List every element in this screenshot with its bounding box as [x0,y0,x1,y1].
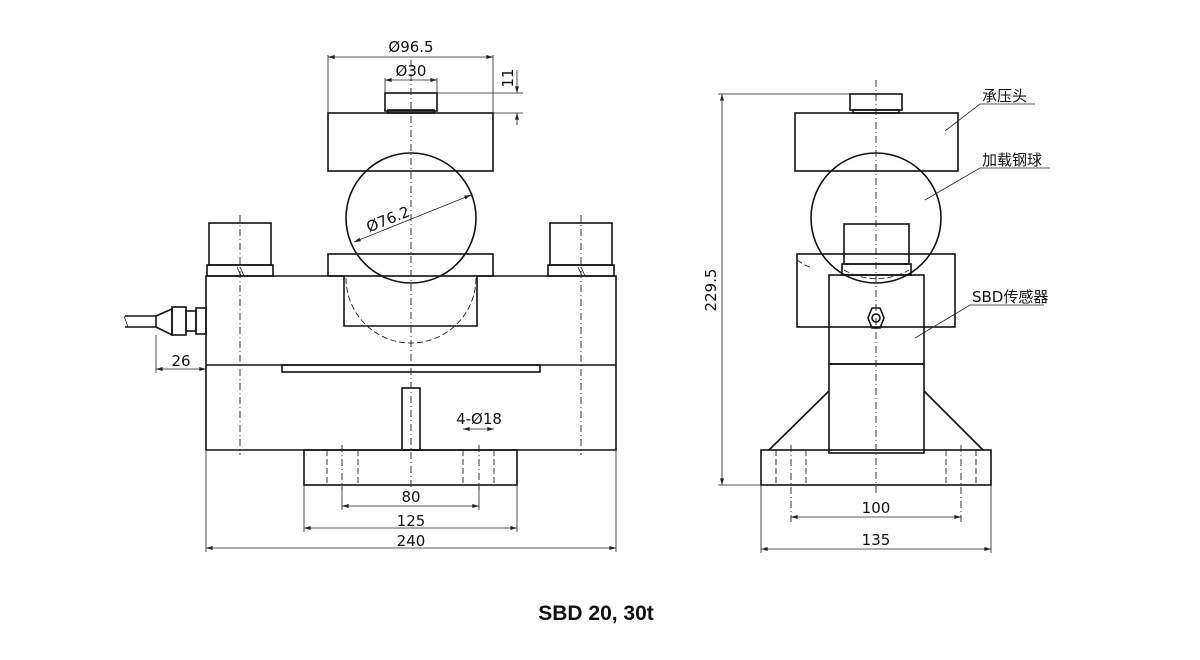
front-view: Ø96.5 Ø30 11 Ø76.2 26 4-Ø18 80 125 240 [123,38,617,552]
label-sbd-sensor: SBD传感器 [972,288,1048,306]
cable-connector [123,306,207,337]
pressure-cap-side [794,112,959,172]
steel-ball [345,152,477,284]
dim-cable: 26 [171,352,190,370]
label-steel-ball: 加载钢球 [982,151,1042,169]
dim-holes: 4-Ø18 [456,410,502,428]
dim-base-width: 125 [397,512,426,530]
hex-nut-icon [867,307,885,329]
dim-total-length: 240 [397,532,426,550]
drawing-title: SBD 20, 30t [538,602,654,625]
label-pressure-head: 承压头 [982,87,1027,105]
dim-ball-diameter: Ø76.2 [364,203,413,237]
dim-top-height: 11 [499,68,517,87]
base-side [760,449,992,486]
side-view: 229.5 100 135 承压头 加载钢球 SBD传感器 [702,80,1050,553]
dim-hole-spacing: 80 [401,488,420,506]
sensor-body-side [828,274,925,365]
dim-side-base-width: 135 [862,531,891,549]
upper-cup [327,253,494,277]
pressure-cap [327,112,494,172]
dim-top-diameter: Ø30 [396,62,427,80]
dim-side-hole-spacing: 100 [862,499,891,517]
base-plate [303,449,518,486]
dim-cap-diameter: Ø96.5 [388,38,433,56]
dim-total-height: 229.5 [702,269,720,312]
